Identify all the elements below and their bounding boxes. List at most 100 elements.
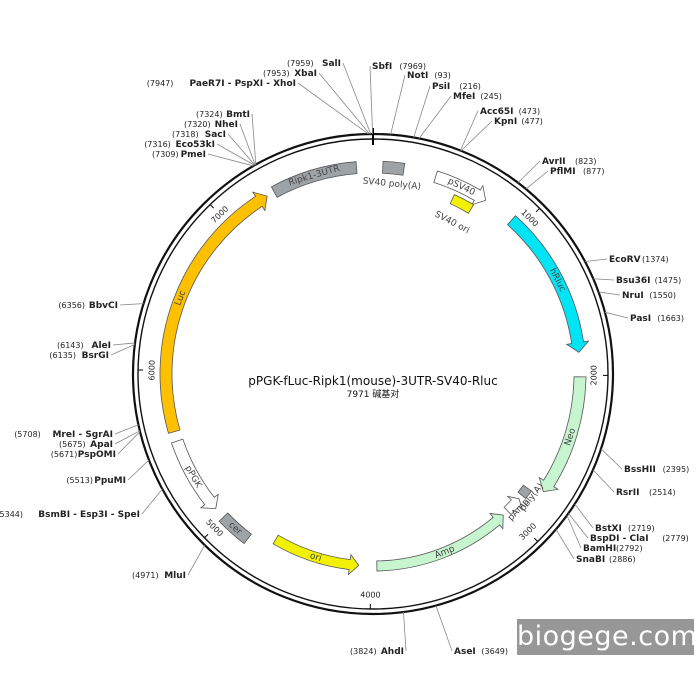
site-name: AleI — [91, 341, 111, 351]
site-leader — [227, 133, 256, 166]
site-leader — [141, 488, 163, 515]
site-leader — [390, 74, 406, 135]
site-position: (1374) — [642, 255, 669, 264]
site-xbai: XbaI (7953) — [263, 69, 317, 79]
site-name: Acc65I — [480, 107, 514, 117]
site-leader — [566, 515, 582, 549]
site-name: ApaI — [90, 440, 113, 450]
site-position: (5513) — [66, 476, 93, 485]
site-avrii: AvrII (823) — [542, 157, 597, 167]
site-leader — [604, 311, 629, 319]
site-position: (5344) — [0, 510, 23, 519]
site-noti: NotI(93) — [407, 71, 451, 81]
site-bstxi: BstXI(2719) — [595, 524, 655, 534]
site-leader — [119, 303, 144, 306]
site-name: AvrII — [542, 157, 566, 167]
site-leader — [342, 62, 372, 135]
tick-label: 6000 — [147, 360, 156, 381]
site-leader — [600, 448, 623, 470]
site-paer7i-pspxi-xhoi: PaeR7I - PspXI - XhoI(7947) — [147, 79, 296, 89]
feature-poly-a — [517, 484, 533, 499]
site-bsshii: BssHII (2395) — [624, 465, 689, 475]
site-acc65i: Acc65I(473) — [480, 107, 540, 117]
site-name: SacI — [205, 130, 226, 140]
site-name: PpuMI — [94, 476, 126, 486]
site-position: (823) — [575, 157, 597, 166]
site-position: (2779) — [662, 534, 689, 543]
site-name: BbvCI — [89, 301, 118, 311]
site-leader — [117, 431, 141, 455]
site-name: AseI — [454, 647, 476, 657]
site-pflmi: PflMI(877) — [550, 167, 605, 177]
site-position: (1663) — [657, 314, 684, 323]
site-leader — [127, 459, 150, 481]
site-sali: SalI (7959) — [287, 59, 341, 69]
site-pmei: PmeI(7309) — [152, 150, 206, 160]
feature-label-sv40-ori: SV40 ori — [433, 210, 471, 236]
site-position: (6356) — [58, 301, 85, 310]
site-eco53ki: Eco53kI(7316) — [144, 140, 215, 150]
feature-amp — [376, 512, 504, 572]
tick-label: 4000 — [360, 590, 380, 599]
site-leader — [403, 612, 407, 652]
site-leader — [369, 65, 374, 135]
site-leader — [251, 113, 257, 165]
feature-cer — [218, 512, 252, 545]
site-mlui: MluI(4971) — [132, 571, 186, 581]
site-name: MfeI — [453, 92, 475, 102]
site-bbvci: BbvCI (6356) — [58, 301, 118, 311]
site-position: (7969) — [399, 62, 426, 71]
site-name: BsrGI — [82, 351, 109, 361]
feature-hrluc — [506, 215, 590, 353]
site-pasi: PasI (1663) — [630, 314, 684, 324]
site-leader — [592, 469, 615, 493]
site-name: NruI — [622, 291, 644, 301]
site-leader — [568, 513, 589, 539]
site-leader — [574, 503, 594, 529]
site-leader — [112, 342, 136, 346]
restriction-sites: SbfI(7969)NotI(93)PsiI(216)MfeI(245)Acc6… — [0, 59, 689, 657]
site-position: (7959) — [287, 59, 314, 68]
feature-neo — [538, 376, 587, 493]
feature-ppgk — [170, 438, 219, 510]
site-name: SalI — [322, 59, 341, 69]
site-position: (1550) — [649, 291, 676, 300]
site-bsrgi: BsrGI(6135) — [49, 351, 109, 361]
site-leader — [435, 605, 453, 652]
site-position: (2719) — [628, 524, 655, 533]
tick-label: 2000 — [589, 365, 598, 385]
site-position: (216) — [459, 82, 481, 91]
site-name: PasI — [630, 314, 651, 324]
site-position: (245) — [480, 92, 502, 101]
site-leader — [110, 344, 135, 356]
site-position: (4971) — [132, 571, 159, 580]
site-position: (3649) — [481, 647, 508, 656]
site-name: PspOMI — [78, 450, 116, 460]
watermark-logo: biogege.com — [517, 619, 697, 655]
site-leader — [413, 85, 431, 138]
site-nrui: NruI (1550) — [622, 291, 676, 301]
site-ahdi: AhdI(3824) — [350, 647, 404, 657]
site-leader — [318, 72, 370, 135]
site-sbfi: SbfI(7969) — [372, 62, 426, 72]
site-position: (2395) — [663, 465, 690, 474]
site-pspomi: PspOMI(5671) — [51, 450, 116, 460]
site-leader — [555, 529, 575, 560]
site-leader — [207, 153, 254, 167]
site-position: (3824) — [350, 647, 377, 656]
site-name: BssHII — [624, 465, 656, 475]
site-position: (7309) — [152, 150, 179, 159]
site-position: (5708) — [14, 430, 41, 439]
feature-luc — [159, 191, 268, 434]
site-position: (7953) — [263, 69, 290, 78]
site-ecorv: EcoRV(1374) — [609, 255, 669, 265]
site-asei: AseI (3649) — [454, 647, 508, 657]
site-bmti: BmtI(7324) — [196, 110, 250, 120]
site-name: BsmBI - Esp3I - SpeI — [38, 510, 140, 520]
site-saci: SacI(7318) — [172, 130, 226, 140]
site-name: KpnI — [494, 117, 517, 127]
site-name: SnaBI — [576, 555, 605, 565]
site-name: XbaI — [294, 69, 317, 79]
feature-label-sv40-poly-a: SV40 poly(A) — [362, 177, 421, 193]
